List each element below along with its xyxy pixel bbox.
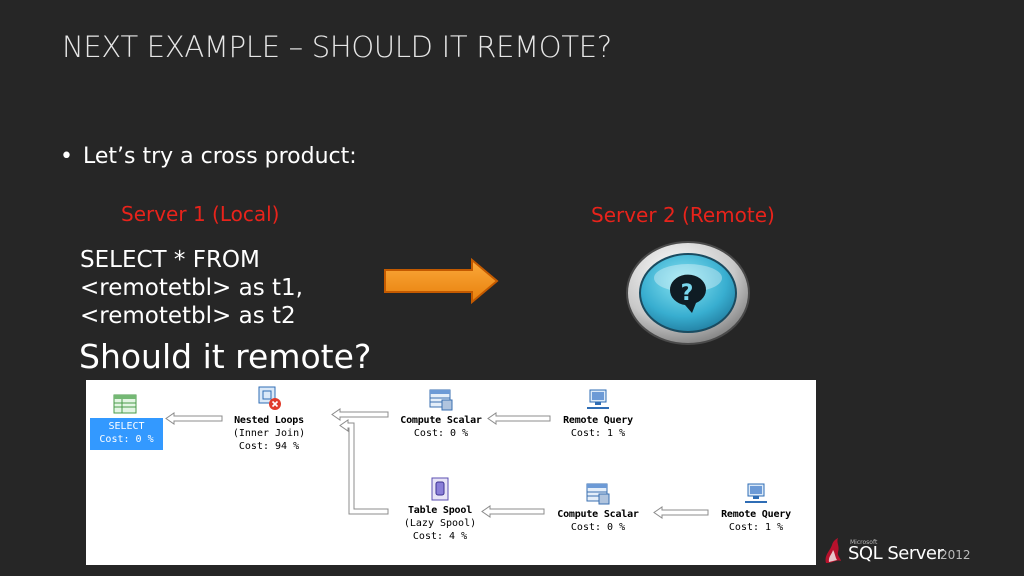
compute-scalar-1-cost: Cost: 0 %: [413, 428, 469, 439]
remote-query-2-label: Remote Query: [721, 509, 791, 520]
table-spool-subtitle: (Lazy Spool): [403, 518, 477, 529]
remote-query-node-2[interactable]: Remote Query Cost: 1 %: [708, 482, 804, 534]
brand-microsoft: Microsoft: [850, 539, 878, 546]
bullet-point: • Let’s try a cross product:: [60, 144, 357, 169]
select-node-label: SELECT: [108, 421, 145, 432]
query-line-2: <remotetbl> as t1,: [80, 275, 303, 301]
bullet-text: Let’s try a cross product:: [82, 144, 357, 169]
nested-loops-label: Nested Loops: [234, 415, 304, 426]
compute-scalar-2-label: Compute Scalar: [557, 509, 639, 520]
server2-label: Server 2 (Remote): [591, 203, 775, 227]
compute-scalar-icon: [586, 483, 610, 505]
plan-connectors: [165, 408, 709, 519]
nested-loops-node[interactable]: Nested Loops (Inner Join) Cost: 94 %: [226, 384, 312, 453]
sql-query: SELECT * FROM <remotetbl> as t1, <remote…: [80, 246, 303, 330]
compute-scalar-node-2[interactable]: Compute Scalar Cost: 0 %: [542, 482, 654, 534]
orange-arrow-icon: [384, 258, 499, 304]
table-spool-cost: Cost: 4 %: [412, 531, 468, 542]
nested-loops-subtitle: (Inner Join): [232, 428, 306, 439]
bullet-dot: •: [60, 144, 73, 169]
slide-title: NEXT EXAMPLE – SHOULD IT REMOTE?: [62, 30, 612, 64]
remote-query-icon: [587, 389, 609, 409]
remote-query-icon: [745, 483, 767, 503]
select-icon: [113, 394, 137, 414]
nested-loops-cost: Cost: 94 %: [238, 441, 300, 452]
brand-year: 2012: [940, 548, 971, 562]
question-bubble-icon: ?: [626, 241, 750, 345]
question-mark: ?: [681, 281, 694, 306]
remote-query-node-1[interactable]: Remote Query Cost: 1 %: [550, 388, 646, 440]
question-text: Should it remote?: [79, 337, 372, 376]
select-node-cost: Cost: 0 %: [99, 434, 154, 445]
remote-query-2-cost: Cost: 1 %: [728, 522, 784, 533]
remote-query-1-cost: Cost: 1 %: [570, 428, 626, 439]
query-line-1: SELECT * FROM: [80, 247, 260, 273]
table-spool-node[interactable]: Table Spool (Lazy Spool) Cost: 4 %: [392, 476, 488, 543]
compute-scalar-node-1[interactable]: Compute Scalar Cost: 0 %: [386, 388, 496, 440]
compute-scalar-2-cost: Cost: 0 %: [570, 522, 626, 533]
select-node[interactable]: SELECT Cost: 0 %: [90, 418, 163, 450]
execution-plan: SELECT Cost: 0 % Nested Loops (Inner Joi…: [86, 380, 816, 565]
table-spool-icon: [431, 477, 449, 501]
brand-product: SQL Server: [848, 543, 944, 564]
server1-label: Server 1 (Local): [121, 202, 280, 226]
remote-query-1-label: Remote Query: [563, 415, 633, 426]
table-spool-label: Table Spool: [407, 505, 473, 516]
nested-loops-icon: [258, 386, 281, 410]
query-line-3: <remotetbl> as t2: [80, 303, 296, 329]
sql-server-flame-icon: [825, 538, 841, 563]
compute-scalar-1-label: Compute Scalar: [400, 415, 482, 426]
compute-scalar-icon: [429, 389, 453, 411]
